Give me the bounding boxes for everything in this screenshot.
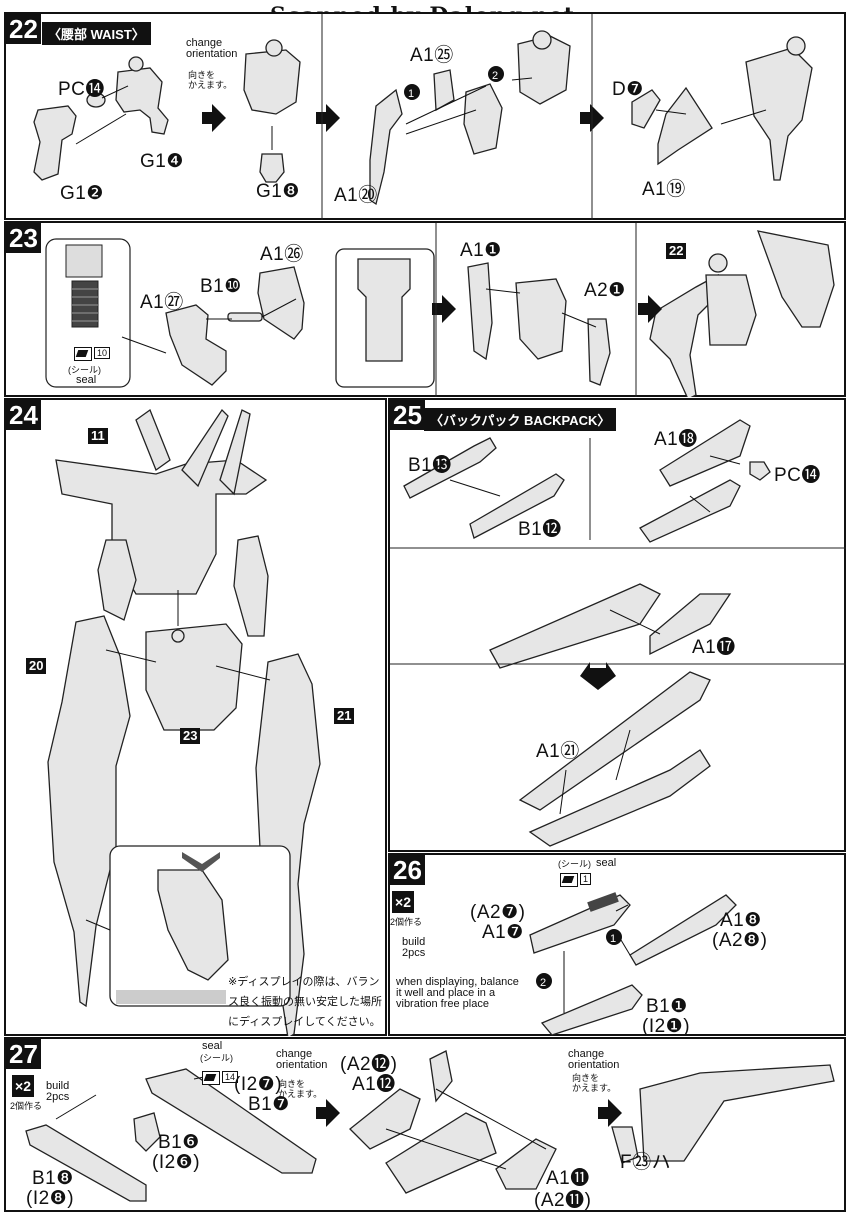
- seal-icon: [202, 1071, 220, 1085]
- label-a125: A1㉕: [410, 45, 454, 66]
- step-23-illustration: [45, 223, 835, 397]
- ref-22: 22: [666, 243, 687, 259]
- build-jp: 2個作る: [10, 1101, 43, 1111]
- num-1: 1: [408, 88, 414, 100]
- label-b18: B1❽: [32, 1168, 74, 1189]
- num-2: 2: [540, 977, 546, 989]
- ref-21: 21: [334, 708, 355, 724]
- step-27-illustration: [25, 1050, 835, 1202]
- label-g14: G1❹: [140, 151, 184, 172]
- num-1: 1: [610, 933, 616, 945]
- ref-20: 20: [26, 658, 47, 674]
- label-a18: A1❽: [720, 910, 762, 931]
- step-23-panel: 23: [4, 221, 846, 397]
- seal-jp: (シール): [558, 859, 591, 869]
- ref-23: 23: [180, 728, 201, 744]
- orient-jp: 向きを かえます。: [278, 1079, 323, 1099]
- label-a27: (A2❼): [470, 902, 526, 923]
- label-a118: A1⓲: [654, 429, 698, 450]
- seal-number: 10: [94, 347, 111, 359]
- step-22-panel: 22 〈腰部 WAIST〉: [4, 12, 846, 220]
- label-g18: G1❽: [256, 181, 300, 202]
- step-title: 〈腰部 WAIST〉: [42, 22, 151, 45]
- step-title: 〈バックパック BACKPACK〉: [424, 408, 617, 431]
- label-a120: A1⑳: [334, 185, 378, 206]
- label-a11: A1❶: [460, 240, 502, 261]
- label-g12: G1❷: [60, 183, 104, 204]
- display-note-en: when displaying, balance it well and pla…: [396, 976, 519, 1010]
- step-number: 27: [6, 1039, 41, 1069]
- seal-icon: [74, 347, 92, 361]
- label-a117: A1⓱: [692, 637, 736, 658]
- step-number: 26: [390, 855, 425, 885]
- label-a112: A1⓬: [352, 1074, 396, 1095]
- label-a17: A1❼: [482, 922, 524, 943]
- seal-en: seal: [202, 1040, 223, 1052]
- step-number: 22: [6, 14, 41, 44]
- label-b113: B1⓭: [408, 455, 452, 476]
- orient-en: change orientation: [186, 37, 238, 60]
- orient-jp-2: 向きを かえます。: [572, 1073, 617, 1093]
- waist-parts-illustration: 1 2: [33, 14, 813, 220]
- step-number: 24: [6, 400, 41, 430]
- seal-jp: (シール): [200, 1053, 233, 1063]
- label-i21: (I2❶): [642, 1016, 691, 1037]
- label-a28: (A2❽): [712, 930, 768, 951]
- label-a121: A1㉑: [536, 741, 580, 762]
- label-a111: A1⓫: [546, 1168, 590, 1189]
- label-i28: (I2❽): [26, 1188, 75, 1209]
- label-b11: B1❶: [646, 996, 688, 1017]
- display-note-jp: ※ディスプレイの際は、バランス良く振動の無い安定した場所にディスプレイしてくださ…: [228, 976, 382, 1028]
- label-b16: B1❻: [158, 1132, 200, 1153]
- backpack-illustration: [390, 419, 846, 847]
- seal-jp: (シール): [68, 365, 101, 375]
- label-b112: B1⓬: [518, 519, 562, 540]
- ref-11: 11: [88, 428, 108, 444]
- step-26-panel: 26 ×2 2個作る build 2pcs 1 2 (シール) seal 1 (…: [388, 853, 846, 1037]
- x2-badge: ×2: [12, 1075, 34, 1097]
- step-25-panel: 25 〈バックパック BACKPACK〉 B1⓭ B1⓬ A1⓲ PC⓮: [388, 398, 846, 852]
- build-en: build 2pcs: [46, 1080, 70, 1103]
- label-a119: A1⑲: [642, 179, 686, 200]
- label-pc14: PC⓮: [774, 465, 821, 486]
- num-2: 2: [492, 70, 498, 82]
- label-b17: B1❼: [248, 1094, 290, 1115]
- label-d7: D❼: [612, 79, 644, 100]
- step-27-panel: 27 ×2 2個作る build 2pcs (シール) seal 14 (I2❼…: [4, 1037, 846, 1212]
- label-i26: (I2❻): [152, 1152, 201, 1173]
- label-a127: A1㉗: [140, 292, 184, 313]
- seal-icon: [560, 873, 578, 887]
- label-b110: B1❿: [200, 276, 242, 297]
- build-jp: 2個作る: [390, 917, 423, 927]
- orient-en: change orientation: [276, 1048, 328, 1071]
- step-number: 23: [6, 223, 41, 253]
- seal-en: seal: [76, 374, 97, 386]
- step-24-illustration: [47, 408, 321, 1036]
- step-26-illustration: 1 2: [529, 892, 737, 1036]
- label-a21: A2❶: [584, 280, 626, 301]
- build-en: build 2pcs: [402, 936, 426, 959]
- label-a212: (A2⓬): [340, 1054, 398, 1075]
- x2-badge: ×2: [392, 891, 414, 913]
- label-i27: (I2❼): [234, 1074, 283, 1095]
- seal-number: 14: [222, 1071, 239, 1083]
- label-a126: A1㉖: [260, 244, 304, 265]
- label-a211: (A2⓫): [534, 1190, 592, 1211]
- seal-en: seal: [596, 857, 617, 869]
- orient-jp: 向きを かえます。: [188, 70, 233, 90]
- step-24-panel: 24 11 20: [4, 398, 387, 1036]
- seal-number: 1: [580, 873, 592, 885]
- label-pc14: PC⓮: [58, 79, 105, 100]
- step-number: 25: [390, 400, 425, 430]
- orient-en-2: change orientation: [568, 1048, 620, 1071]
- label-f23: F㉓ハ: [620, 1152, 672, 1173]
